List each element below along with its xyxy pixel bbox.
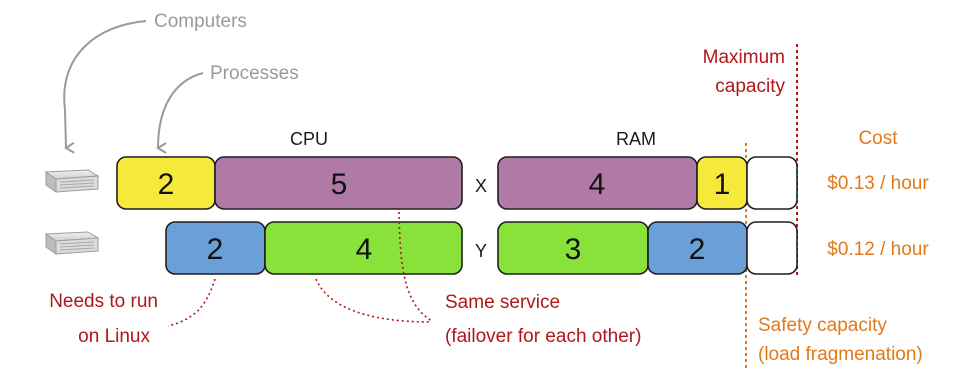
linux-connector <box>167 278 216 327</box>
process-value-ram-x-1: 4 <box>589 168 606 201</box>
computer-row-x: 2 5 X 4 1 $0.13 / hour <box>44 156 929 210</box>
cost-x: $0.13 / hour <box>827 173 929 194</box>
process-block-cpu-y-2 <box>264 221 463 275</box>
process-value-cpu-x-1: 2 <box>158 168 175 201</box>
process-value-cpu-x-2: 5 <box>331 168 348 201</box>
same-service-label-2: (failover for each other) <box>445 326 641 347</box>
cost-y: $0.12 / hour <box>827 239 929 260</box>
server-icon <box>44 231 100 255</box>
process-value-cpu-y-1: 2 <box>207 233 224 266</box>
process-value-cpu-y-2: 4 <box>356 233 373 266</box>
ram-free-space-x <box>746 156 798 210</box>
cpu-header: CPU <box>290 129 328 149</box>
max-capacity-label-1: Maximum <box>703 47 785 68</box>
cost-header: Cost <box>858 128 898 149</box>
computers-label: Computers <box>154 11 247 32</box>
server-icon <box>44 169 100 193</box>
process-value-ram-y-1: 3 <box>565 233 582 266</box>
process-block-cpu-x-2 <box>214 156 463 210</box>
processes-label: Processes <box>210 63 299 84</box>
process-value-ram-x-2: 1 <box>714 168 731 201</box>
needs-linux-label-1: Needs to run <box>49 291 158 312</box>
ram-free-space-y <box>746 221 798 275</box>
same-service-connector-x <box>398 211 433 322</box>
needs-linux-label-2: on Linux <box>78 326 150 347</box>
safety-capacity-label-2: (load fragmenation) <box>758 344 923 365</box>
safety-capacity-label-1: Safety capacity <box>758 315 887 336</box>
computer-name-x: X <box>475 176 487 196</box>
same-service-label-1: Same service <box>445 292 560 313</box>
computers-arrow <box>63 20 147 154</box>
computer-row-y: 2 4 Y 3 2 $0.12 / hour <box>44 221 929 275</box>
computer-name-y: Y <box>475 241 487 261</box>
processes-arrow <box>156 72 204 154</box>
process-value-ram-y-2: 2 <box>689 233 706 266</box>
ram-header: RAM <box>616 129 656 149</box>
max-capacity-label-2: capacity <box>715 76 785 97</box>
same-service-connector-y <box>315 278 431 323</box>
